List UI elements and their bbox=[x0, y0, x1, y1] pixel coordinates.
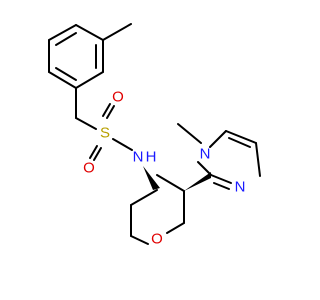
pyran-bond bbox=[166, 222, 185, 234]
atom-hydrogen-amide: H bbox=[146, 149, 157, 166]
imidazole-bond bbox=[197, 161, 212, 176]
atom-nitrogen-ring: N bbox=[235, 179, 246, 196]
molecule-canvas: S O O N H N N O bbox=[48, 23, 261, 248]
benzene-bond bbox=[48, 24, 77, 41]
imidazole-bond bbox=[225, 130, 257, 144]
atom-nitrogen-amide: N bbox=[133, 149, 144, 166]
wedge-bond bbox=[143, 166, 160, 190]
imidazole-bond bbox=[210, 174, 232, 184]
wedge-bond bbox=[184, 172, 211, 191]
imidazole-double-bond bbox=[213, 182, 230, 190]
n-methyl-bond bbox=[177, 123, 202, 144]
s-n-bond bbox=[112, 138, 133, 151]
benzene-double-bond bbox=[55, 32, 77, 46]
molecule-structure: S O O N H N N O bbox=[48, 23, 261, 248]
pyran-bond bbox=[130, 235, 149, 245]
imidazole-double-bond bbox=[228, 137, 251, 148]
atom-oxygen-ring: O bbox=[151, 231, 163, 248]
imidazole-bond bbox=[255, 142, 261, 177]
benzene-bond bbox=[48, 71, 77, 89]
s-o-double-bond bbox=[93, 147, 102, 161]
s-o-double-bond bbox=[102, 103, 111, 117]
atom-oxygen-lower: O bbox=[83, 160, 95, 177]
ch2-s-bond bbox=[75, 117, 97, 130]
pyran-bond bbox=[130, 189, 158, 206]
benzene-bond bbox=[75, 71, 104, 89]
pyran-bond bbox=[156, 174, 185, 192]
benzene-bond bbox=[75, 24, 104, 41]
imidazole-bond bbox=[209, 130, 227, 148]
s-o-double-bond bbox=[106, 105, 115, 119]
atom-sulfur: S bbox=[100, 125, 110, 142]
s-o-double-bond bbox=[89, 145, 98, 159]
benzene-double-bond bbox=[55, 67, 77, 81]
atom-nitrogen-methyl: N bbox=[200, 146, 211, 163]
methyl-bond bbox=[102, 23, 132, 41]
atom-oxygen-upper: O bbox=[112, 89, 124, 106]
